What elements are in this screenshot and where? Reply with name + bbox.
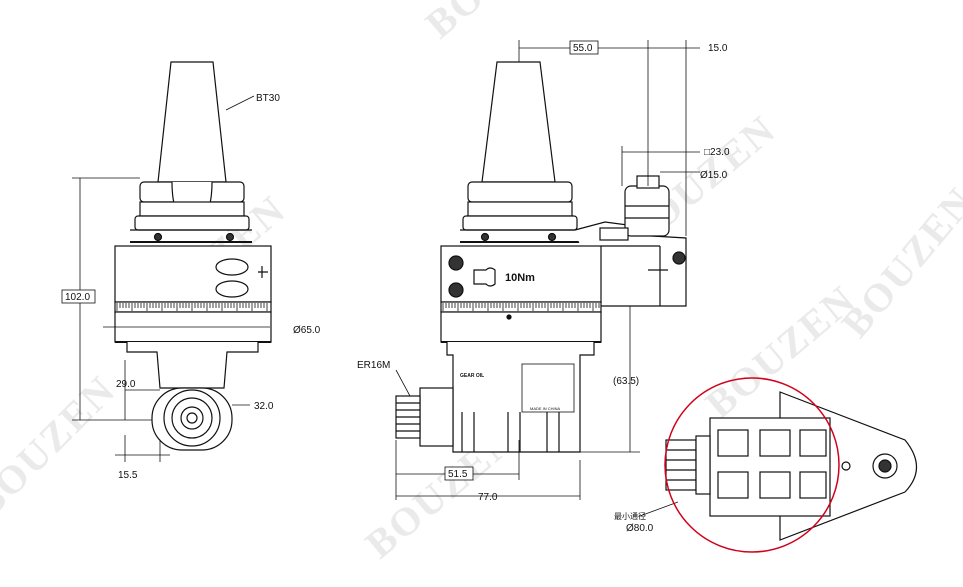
taper-label: BT30 <box>256 93 280 104</box>
dim-77-label: 77.0 <box>478 492 498 503</box>
left-view <box>114 61 272 451</box>
left-scale-ticks <box>116 303 268 311</box>
watermark-1: BOUZEN <box>417 0 585 47</box>
collet-label: ER16M <box>357 360 390 371</box>
min-dia-label: 最小通径 <box>614 511 646 521</box>
detail-view <box>639 391 918 541</box>
square-dim-label: □23.0 <box>704 147 730 158</box>
dim-15-label: 15.0 <box>708 43 728 54</box>
dim-29-label: 29.0 <box>116 379 136 390</box>
height-dim-label: 102.0 <box>65 292 90 303</box>
watermark-7: BOUZEN <box>0 367 124 527</box>
torque-label: 10Nm <box>505 272 535 284</box>
dim-63-5-label: (63.5) <box>613 376 639 387</box>
watermark-6: BOUZEN <box>832 178 963 346</box>
plate-title: GEAR OIL <box>460 373 484 379</box>
plate-made-in: MADE IN CHINA <box>530 406 561 411</box>
dim-51-5-label: 51.5 <box>448 469 468 480</box>
min-dia-value: Ø80.0 <box>626 523 654 534</box>
min-bore-circle <box>664 377 840 553</box>
dia15-dim-label: Ø15.0 <box>700 170 728 181</box>
center-view <box>395 61 687 453</box>
dim-55-label: 55.0 <box>573 43 593 54</box>
dim-15-5-label: 15.5 <box>118 470 138 481</box>
center-dimensions <box>395 40 700 500</box>
diameter-dim-label: Ø65.0 <box>293 325 321 336</box>
center-scale-ticks <box>442 303 600 311</box>
dim-32-label: 32.0 <box>254 401 274 412</box>
